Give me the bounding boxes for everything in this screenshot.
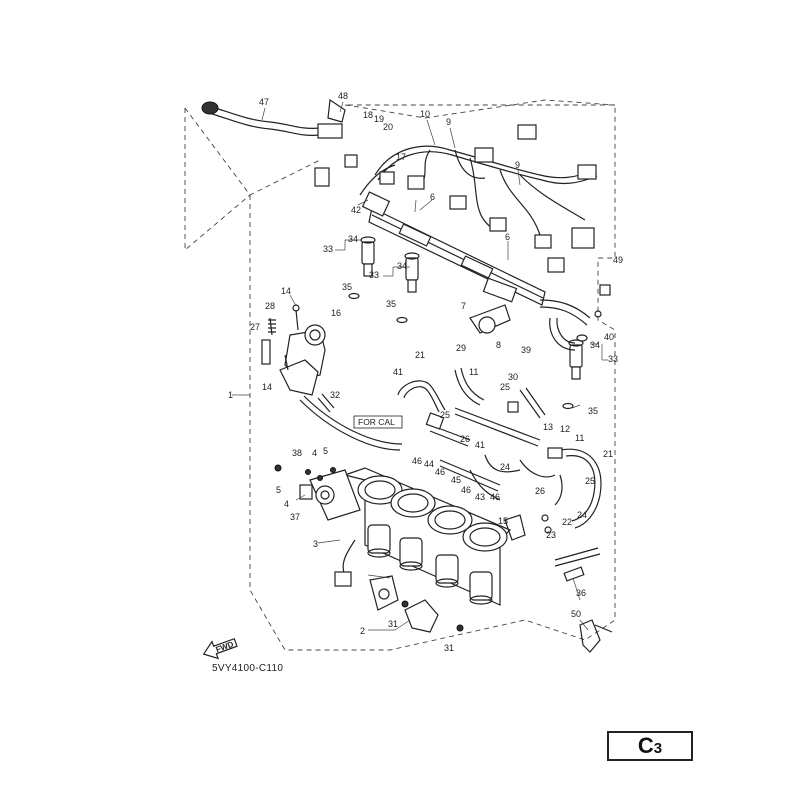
callout-35-b: 35 — [386, 299, 396, 309]
callout-25-c: 25 — [585, 476, 595, 486]
callout-34-c: 34 — [590, 340, 600, 350]
callout-48: 48 — [338, 91, 348, 101]
fuel-injectors — [348, 236, 588, 410]
page-number: 3 — [653, 740, 663, 757]
callout-35-c: 35 — [588, 406, 598, 416]
callout-16: 16 — [331, 308, 341, 318]
callout-6-a: 6 — [430, 192, 435, 202]
page-marker: C3 — [607, 731, 693, 761]
throttle-bracket — [261, 304, 326, 396]
callout-29: 29 — [456, 343, 466, 353]
for-cal-note: FOR CAL — [353, 415, 403, 429]
callout-17: 17 — [396, 152, 406, 162]
callout-46-b: 46 — [435, 467, 445, 477]
callout-7: 7 — [461, 301, 466, 311]
fwd-arrow: FWD — [202, 637, 238, 660]
cable-47 — [201, 98, 358, 187]
callout-19: 19 — [374, 114, 384, 124]
throttle-bore-4 — [462, 522, 508, 552]
callout-39: 39 — [521, 345, 531, 355]
callout-20: 20 — [383, 122, 393, 132]
callout-2: 2 — [360, 626, 365, 636]
fwd-label: FWD — [215, 640, 235, 655]
callout-9-b: 9 — [515, 160, 520, 170]
callout-5-a: 5 — [323, 446, 328, 456]
throttle-bodies — [274, 464, 552, 633]
callout-25-b: 25 — [440, 410, 450, 420]
callout-1: 1 — [228, 390, 233, 400]
wiring-harness — [359, 124, 598, 273]
callout-25-a: 25 — [500, 382, 510, 392]
callout-14-a: 14 — [281, 286, 291, 296]
callout-44: 44 — [424, 459, 434, 469]
callout-24-b: 24 — [577, 510, 587, 520]
callout-26-b: 26 — [535, 486, 545, 496]
callout-32: 32 — [330, 390, 340, 400]
callout-24-a: 24 — [500, 462, 510, 472]
callout-34-a: 34 — [348, 234, 358, 244]
callout-38: 38 — [292, 448, 302, 458]
callout-labels: 47 48 18 19 20 10 9 9 17 42 6 6 34 33 34… — [228, 91, 623, 653]
callout-26-a: 26 — [460, 434, 470, 444]
callout-3: 3 — [313, 539, 318, 549]
callout-22: 22 — [562, 517, 572, 527]
callout-23: 23 — [546, 530, 556, 540]
callout-46-c: 46 — [461, 485, 471, 495]
pressure-regulator — [469, 277, 518, 334]
callout-6-b: 6 — [505, 232, 510, 242]
callout-37: 37 — [290, 512, 300, 522]
throttle-bore-1 — [357, 475, 403, 505]
callout-5-b: 5 — [276, 485, 281, 495]
throttle-bore-3 — [427, 505, 473, 535]
hoses — [299, 367, 602, 582]
callout-14-b: 14 — [262, 382, 272, 392]
callout-50: 50 — [571, 609, 581, 619]
callout-33-b: 33 — [369, 270, 379, 280]
callout-11-a: 11 — [469, 367, 478, 377]
callout-21-a: 21 — [415, 350, 425, 360]
callout-15: 15 — [498, 516, 508, 526]
callout-47: 47 — [259, 97, 269, 107]
fuel-rail — [361, 191, 591, 326]
callout-4-a: 4 — [312, 448, 317, 458]
callout-46-d: 46 — [490, 492, 500, 502]
callout-8: 8 — [496, 340, 501, 350]
callout-31-a: 31 — [388, 619, 398, 629]
for-cal-label: FOR CAL — [358, 417, 395, 427]
callout-11-b: 11 — [575, 433, 584, 443]
throttle-bore-2 — [390, 488, 436, 518]
bracket-50 — [579, 619, 613, 653]
callout-9-a: 9 — [446, 117, 451, 127]
drawing-code: 5VY4100-C110 — [212, 663, 284, 674]
callout-27: 27 — [250, 322, 260, 332]
callout-31-b: 31 — [444, 643, 454, 653]
callout-43: 43 — [475, 492, 485, 502]
callout-4-b: 4 — [284, 499, 289, 509]
callout-36: 36 — [576, 588, 586, 598]
callout-18: 18 — [363, 110, 373, 120]
callout-45: 45 — [451, 475, 461, 485]
callout-33-c: 33 — [608, 354, 618, 364]
callout-28: 28 — [265, 301, 275, 311]
callout-12: 12 — [560, 424, 570, 434]
callout-21-b: 21 — [603, 449, 613, 459]
callout-42: 42 — [351, 205, 361, 215]
hose-39 — [549, 284, 611, 351]
callout-49: 49 — [613, 255, 623, 265]
callout-30: 30 — [508, 372, 518, 382]
callout-46-a: 46 — [412, 456, 422, 466]
callout-10: 10 — [420, 109, 430, 119]
callout-13: 13 — [543, 422, 553, 432]
callout-41-a: 41 — [393, 367, 403, 377]
callout-40: 40 — [604, 332, 614, 342]
callout-33-a: 33 — [323, 244, 333, 254]
callout-34-b: 34 — [397, 261, 407, 271]
leader-lines — [261, 101, 608, 631]
assembly-boundary — [184, 99, 616, 651]
callout-35-a: 35 — [342, 282, 352, 292]
callout-41-b: 41 — [475, 440, 485, 450]
page-section: C — [637, 733, 654, 758]
